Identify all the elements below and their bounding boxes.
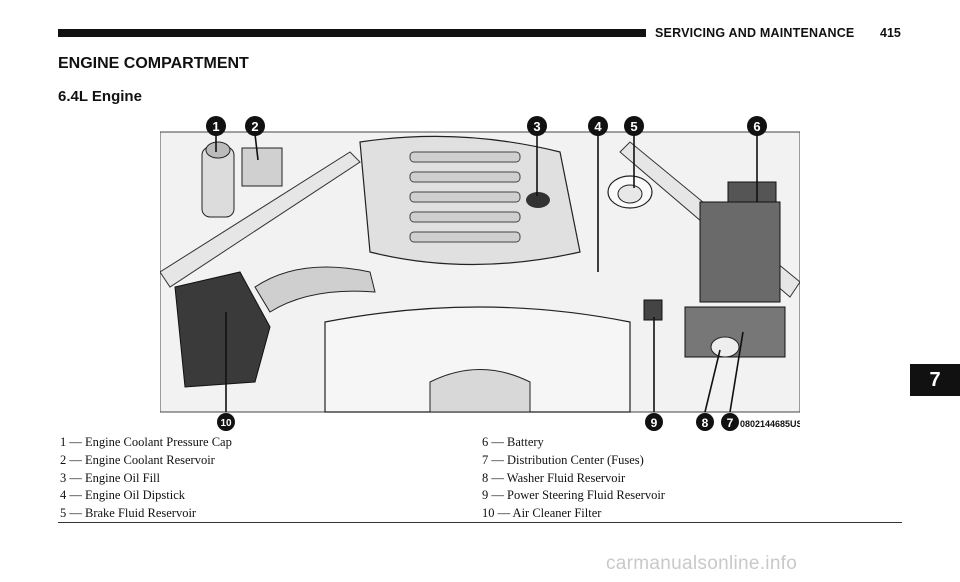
callout-4-label: 4 xyxy=(594,119,602,134)
legend-item: 4 — Engine Oil Dipstick xyxy=(60,488,185,503)
legend-item: 9 — Power Steering Fluid Reservoir xyxy=(482,488,665,503)
chapter-tab: 7 xyxy=(910,364,960,396)
running-header-title: SERVICING AND MAINTENANCE xyxy=(655,26,855,40)
callout-10: 10 xyxy=(217,413,235,431)
subsection-title: 6.4L Engine xyxy=(58,88,142,105)
legend-item: 10 — Air Cleaner Filter xyxy=(482,506,602,521)
callout-5: 5 xyxy=(624,116,644,136)
legend-item: 2 — Engine Coolant Reservoir xyxy=(60,452,215,467)
callout-2: 2 xyxy=(245,116,265,136)
callout-3-label: 3 xyxy=(533,119,540,134)
page-number: 415 xyxy=(880,26,901,40)
callout-1-label: 1 xyxy=(212,119,219,134)
watermark: carmanualsonline.info xyxy=(606,553,798,574)
engine-compartment-figure: 1 2 3 4 5 6 7 8 xyxy=(159,112,803,432)
callout-7: 7 xyxy=(721,413,739,431)
legend-item: 3 — Engine Oil Fill xyxy=(60,470,160,485)
figure-id: 0802144685US xyxy=(740,419,800,429)
callout-7-label: 7 xyxy=(727,416,734,430)
callout-6: 6 xyxy=(747,116,767,136)
legend-item: 7 — Distribution Center (Fuses) xyxy=(482,452,644,467)
callout-9-label: 9 xyxy=(651,416,658,430)
callout-8-label: 8 xyxy=(702,416,709,430)
header-rule xyxy=(58,29,646,37)
callout-2-label: 2 xyxy=(251,119,258,134)
engine-illustration: 1 2 3 4 5 6 7 8 xyxy=(159,116,803,431)
legend-item: 8 — Washer Fluid Reservoir xyxy=(482,470,626,485)
callout-1: 1 xyxy=(206,116,226,136)
callout-5-label: 5 xyxy=(630,119,637,134)
callout-8: 8 xyxy=(696,413,714,431)
legend-item: 5 — Brake Fluid Reservoir xyxy=(60,506,197,521)
section-title: ENGINE COMPARTMENT xyxy=(58,55,249,72)
legend-item: 1 — Engine Coolant Pressure Cap xyxy=(60,435,232,449)
callout-6-label: 6 xyxy=(753,119,760,134)
legend-column-right: 6 — Battery 7 — Distribution Center (Fus… xyxy=(482,434,665,523)
legend-item: 6 — Battery xyxy=(482,435,544,449)
callout-3: 3 xyxy=(527,116,547,136)
callout-10-label: 10 xyxy=(220,418,232,429)
legend-column-left: 1 — Engine Coolant Pressure Cap 2 — Engi… xyxy=(60,434,232,523)
callout-9: 9 xyxy=(645,413,663,431)
legend-divider xyxy=(58,522,902,523)
callout-4: 4 xyxy=(588,116,608,136)
